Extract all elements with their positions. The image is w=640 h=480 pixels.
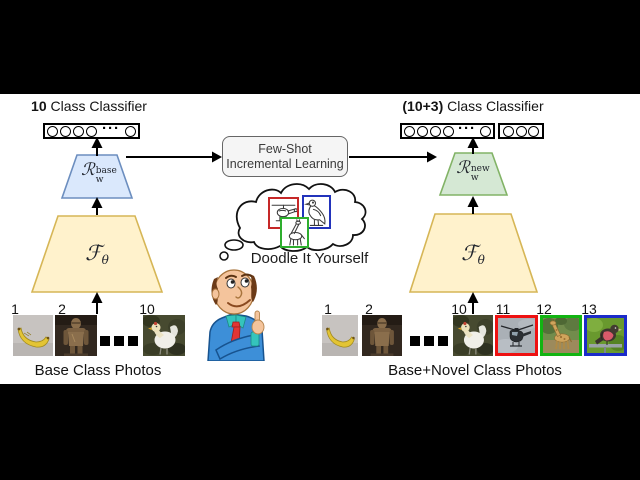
classifier-unit-circle — [417, 125, 428, 137]
caption-left: Base Class Photos — [34, 362, 162, 379]
encoder-label-left: ℱθ — [67, 241, 127, 267]
classifier-count-left: 10 — [31, 98, 47, 114]
photo-ellipsis-right — [410, 336, 448, 346]
photo-number: 1 — [324, 301, 332, 317]
photo-number: 2 — [58, 301, 66, 317]
banana-photo — [13, 315, 53, 356]
classifier-count-right: (10+3) — [402, 98, 444, 114]
photo-number: 2 — [365, 301, 373, 317]
base-slots-right — [404, 125, 454, 137]
songbird-photo — [584, 315, 627, 356]
projector-sub-left: w — [95, 175, 104, 185]
classifier-unit-circle — [527, 125, 539, 137]
letterbox-top — [0, 0, 640, 94]
fsil-box: Few-Shot Incremental Learning — [222, 136, 348, 177]
knight-armor-photo — [362, 315, 402, 356]
photo-ellipsis-left — [100, 336, 138, 346]
thinking-man-illustration — [207, 269, 265, 361]
classifier-unit-circle — [430, 125, 441, 137]
letterbox-bottom — [0, 384, 640, 480]
classifier-bar-right-base: ··· — [400, 120, 495, 139]
projector-sup-left: base — [95, 166, 117, 176]
classifier-unit-circle — [404, 125, 415, 137]
classifier-unit-circle — [86, 125, 97, 137]
photo-number: 1 — [11, 301, 19, 317]
fsil-line1: Few-Shot — [258, 141, 312, 156]
classifier-unit-circle — [47, 125, 58, 137]
chicken-photo — [143, 315, 185, 356]
projector-symbol-left: ℛ — [81, 160, 95, 180]
projector-sub-right: w — [470, 173, 479, 183]
encoder-sub-left: θ — [101, 253, 109, 267]
classifier-unit-circle — [480, 125, 491, 137]
classifier-unit-circle — [125, 125, 136, 137]
tail-slot-right — [480, 125, 491, 137]
giraffe-photo — [540, 315, 582, 356]
knight-armor-photo — [55, 315, 97, 356]
slot-ellipsis-left: ··· — [102, 120, 120, 137]
fsil-line2: Incremental Learning — [226, 156, 344, 171]
classifier-unit-circle — [443, 125, 454, 137]
base-slots-left — [47, 125, 97, 137]
novel-slots-right — [502, 125, 540, 137]
classifier-bar-right-novel — [498, 123, 544, 139]
photo-number: 13 — [581, 301, 597, 317]
banana-photo — [322, 315, 358, 356]
helicopter-photo — [495, 315, 538, 356]
classifier-title-right: (10+3) Class Classifier — [393, 99, 553, 114]
encoder-label-right: ℱθ — [443, 241, 503, 267]
bird-sketch-icon — [304, 199, 326, 226]
doodle-caption: Doodle It Yourself — [250, 250, 369, 267]
classifier-bar-left: ··· — [43, 120, 140, 139]
classifier-title-left: 10 Class Classifier — [9, 99, 169, 114]
photo-number: 10 — [451, 301, 467, 317]
tail-slot-left — [125, 125, 136, 137]
classifier-unit-circle — [515, 125, 527, 137]
photo-number: 10 — [139, 301, 155, 317]
encoder-symbol-right: ℱ — [461, 241, 478, 265]
sketch-box-giraffe — [280, 217, 309, 248]
encoder-sub-right: θ — [477, 253, 485, 267]
photo-number: 12 — [536, 301, 552, 317]
encoder-symbol-left: ℱ — [85, 241, 102, 265]
slot-ellipsis-right: ··· — [458, 120, 476, 137]
classifier-unit-circle — [60, 125, 71, 137]
giraffe-sketch-icon — [288, 219, 305, 246]
classifier-title-left-text: Class Classifier — [46, 98, 147, 114]
classifier-unit-circle — [503, 125, 515, 137]
classifier-title-right-text: Class Classifier — [443, 98, 544, 114]
photo-number: 11 — [495, 301, 511, 317]
projector-symbol-right: ℛ — [456, 158, 470, 178]
classifier-unit-circle — [73, 125, 84, 137]
projector-sup-right: new — [470, 164, 490, 174]
caption-right: Base+Novel Class Photos — [388, 362, 562, 379]
chicken-photo — [453, 315, 493, 356]
